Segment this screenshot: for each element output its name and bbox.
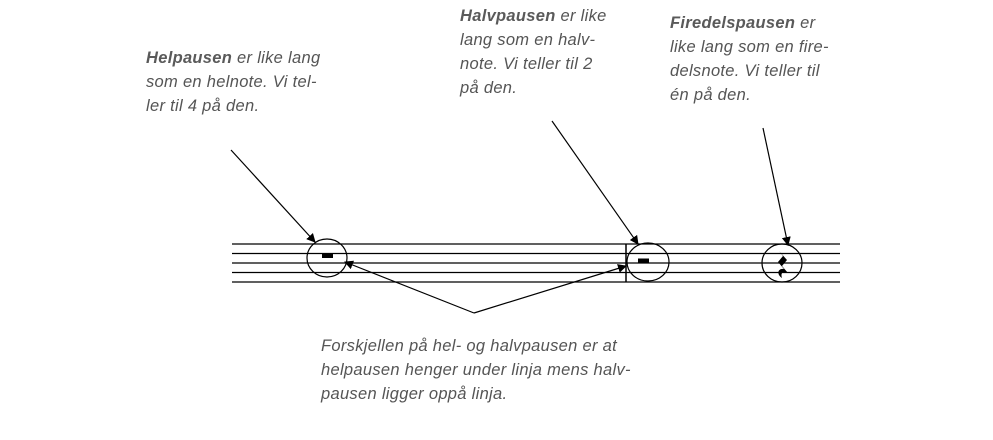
arrow-halvpause <box>551 120 639 245</box>
arrow-firedelspause <box>762 127 791 246</box>
difference-text-2: helpausen henger under linja mens halv- <box>321 361 631 379</box>
difference-text-1: Forskjellen på hel- og halvpausen er at <box>321 337 618 355</box>
whole-rest-circle <box>306 238 348 278</box>
arrow-difference-left <box>344 260 475 314</box>
halvpause-text-2: lang som en halv- <box>460 31 596 49</box>
helpause-text-2: som en helnote. Vi tel- <box>146 73 317 91</box>
firedelspause-text-4: én på den. <box>670 86 751 104</box>
firedelspause-annotation: Firedelspausen er like lang som en fire-… <box>670 11 855 107</box>
helpause-term: Helpausen <box>146 49 233 67</box>
arrow-helpause <box>230 149 316 243</box>
firedelspause-text-1: er <box>795 14 816 32</box>
halvpause-text-3: note. Vi teller til 2 <box>460 55 593 73</box>
arrow-difference-right <box>473 264 627 314</box>
firedelspause-term: Firedelspausen <box>670 14 796 32</box>
helpause-annotation: Helpausen er like lang som en helnote. V… <box>146 46 351 118</box>
music-staff <box>232 243 840 283</box>
helpause-text-1: er like lang <box>232 49 321 67</box>
firedelspause-text-2: like lang som en fire- <box>670 38 829 56</box>
half-rest-icon <box>638 258 649 263</box>
difference-annotation: Forskjellen på hel- og halvpausen er at … <box>321 334 686 406</box>
firedelspause-text-3: delsnote. Vi teller til <box>670 62 820 80</box>
helpause-text-3: ler til 4 på den. <box>146 97 260 115</box>
halvpause-term: Halvpausen <box>460 7 556 25</box>
difference-text-3: pausen ligger oppå linja. <box>321 385 508 403</box>
halvpause-text-1: er like <box>555 7 607 25</box>
halvpause-text-4: på den. <box>460 79 518 97</box>
whole-rest-icon <box>322 253 333 258</box>
half-rest-circle <box>626 242 670 282</box>
halvpause-annotation: Halvpausen er like lang som en halv- not… <box>460 4 630 100</box>
quarter-rest-icon <box>778 251 788 278</box>
